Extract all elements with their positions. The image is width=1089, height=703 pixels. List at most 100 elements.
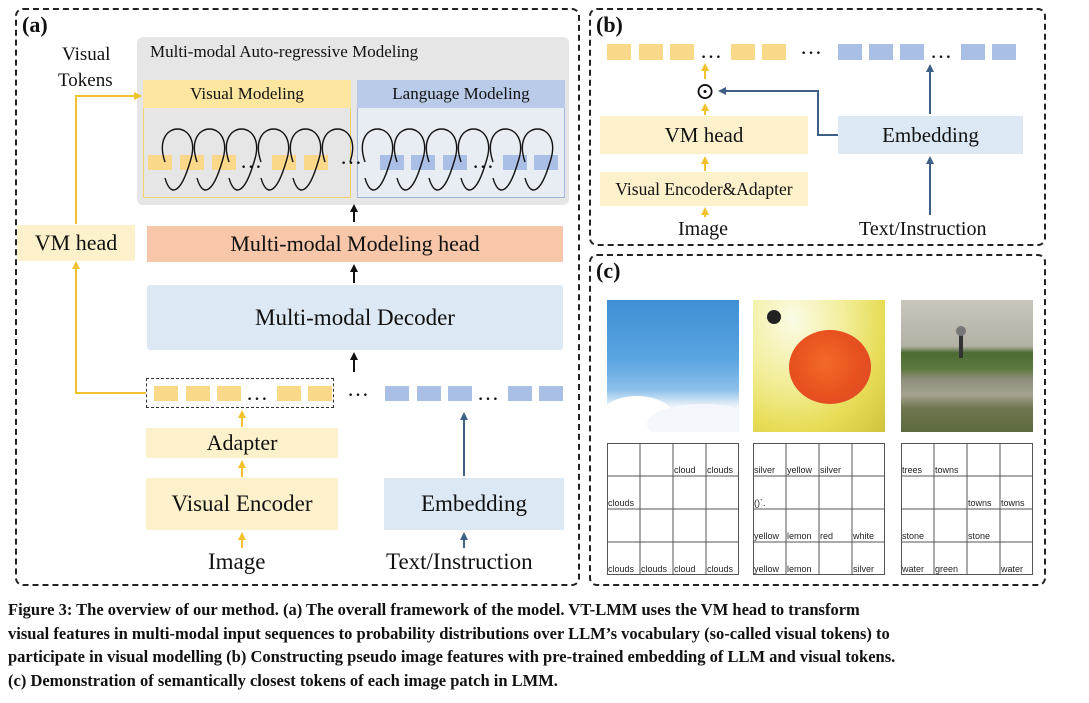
grid-cell-token: yellow xyxy=(787,465,813,475)
grid-cell-token: red xyxy=(820,531,834,541)
modeling-token xyxy=(272,155,296,170)
grid-cell-token: stone xyxy=(968,531,991,541)
visual-tokens-label-line1: Visual xyxy=(62,44,111,65)
grid-cell-token: water xyxy=(1001,564,1024,574)
ellipsis: … xyxy=(246,380,269,405)
modeling-token xyxy=(148,155,172,170)
text-instruction-label-b: Text/Instruction xyxy=(859,218,987,240)
image-label-a: Image xyxy=(208,549,266,574)
b-token xyxy=(762,44,786,60)
input-token xyxy=(308,386,332,401)
grid-cell-token: lemon xyxy=(787,531,812,541)
modeling-token xyxy=(304,155,328,170)
visual-modeling-label: Visual Modeling xyxy=(143,80,351,108)
grid-cell-token: green xyxy=(935,564,959,574)
modeling-token xyxy=(503,155,527,170)
embedding-box-a: Embedding xyxy=(384,478,564,530)
grid-cell-token: lemon xyxy=(787,564,812,574)
modeling-token xyxy=(380,155,404,170)
mm-decoder: Multi-modal Decoder xyxy=(147,285,563,350)
language-modeling-label: Language Modeling xyxy=(357,80,565,108)
caption-line: Figure 3: The overview of our method. (a… xyxy=(8,600,860,619)
grid-cell-token: silver xyxy=(820,465,842,475)
caption-line: (c) Demonstration of semantically closes… xyxy=(8,670,558,690)
input-token xyxy=(154,386,178,401)
visual-tokens-label: Visual Tokens xyxy=(58,42,113,94)
grid-cell-token: towns xyxy=(935,465,959,475)
b-token xyxy=(900,44,924,60)
ellipsis: … xyxy=(930,38,953,63)
grid-cell-token: clouds xyxy=(608,498,635,508)
grid-cell-token: clouds xyxy=(641,564,668,574)
modeling-token xyxy=(212,155,236,170)
panel-a-label: (a) xyxy=(22,12,48,37)
input-token xyxy=(217,386,241,401)
ellipsis: … xyxy=(800,34,823,59)
panel-b-label: (b) xyxy=(596,12,623,37)
input-token xyxy=(448,386,472,401)
image-label-b: Image xyxy=(678,218,728,240)
ellipsis: … xyxy=(340,144,363,169)
panel-c-label: (c) xyxy=(596,258,621,283)
b-token xyxy=(670,44,694,60)
grid-cell-token: silver xyxy=(754,465,776,475)
ellipsis: … xyxy=(700,38,723,63)
modeling-token xyxy=(534,155,558,170)
odot-operator: ⊙ xyxy=(694,78,716,105)
b-token xyxy=(607,44,631,60)
input-token xyxy=(539,386,563,401)
landscape-image xyxy=(901,300,1033,432)
bird-image xyxy=(753,300,885,432)
grid-cell-token: towns xyxy=(1001,498,1025,508)
input-token xyxy=(277,386,301,401)
modeling-token xyxy=(443,155,467,170)
visual-encoder-adapter-box: Visual Encoder&Adapter xyxy=(600,172,808,206)
ellipsis: … xyxy=(477,380,500,405)
ellipsis: … xyxy=(347,376,370,401)
panel-c xyxy=(589,254,1046,586)
vm-head-a: VM head xyxy=(17,225,135,261)
grid-cell-token: stone xyxy=(902,531,925,541)
b-token xyxy=(838,44,862,60)
input-token xyxy=(417,386,441,401)
grid-cell-token: silver xyxy=(853,564,875,574)
vm-head-b: VM head xyxy=(600,116,808,154)
grid-cell-token: clouds xyxy=(707,564,734,574)
grid-cell-token: cloud xyxy=(674,564,696,574)
input-token xyxy=(186,386,210,401)
grid-cell-token: clouds xyxy=(707,465,734,475)
grid-cell-token: ()`. xyxy=(754,498,766,508)
input-token xyxy=(385,386,409,401)
adapter-box: Adapter xyxy=(146,428,338,458)
token-grid-1 xyxy=(607,443,739,575)
text-instruction-label-a: Text/Instruction xyxy=(386,549,533,574)
b-token xyxy=(992,44,1016,60)
panel-a xyxy=(15,8,580,586)
mm-ar-title: Multi-modal Auto-regressive Modeling xyxy=(150,42,419,61)
sky-image xyxy=(607,300,739,432)
grid-cell-token: yellow xyxy=(754,564,780,574)
b-token xyxy=(731,44,755,60)
grid-cell-token: towns xyxy=(968,498,992,508)
panel-b xyxy=(589,8,1046,246)
ellipsis: … xyxy=(472,148,495,173)
grid-cell-token: cloud xyxy=(674,465,696,475)
visual-token-group xyxy=(146,378,334,408)
b-token xyxy=(639,44,663,60)
visual-encoder-box: Visual Encoder xyxy=(146,478,338,530)
b-token xyxy=(961,44,985,60)
ellipsis: … xyxy=(240,148,263,173)
modeling-token xyxy=(180,155,204,170)
modeling-token xyxy=(411,155,435,170)
token-grid-3 xyxy=(901,443,1033,575)
caption-line: participate in visual modelling (b) Cons… xyxy=(8,647,896,666)
token-grid-2 xyxy=(753,443,885,575)
embedding-box-b: Embedding xyxy=(838,116,1023,154)
grid-cell-token: clouds xyxy=(608,564,635,574)
figure-caption: Figure 3: The overview of our method. (a… xyxy=(8,598,1086,692)
visual-tokens-label-line2: Tokens xyxy=(58,70,113,91)
grid-cell-token: trees xyxy=(902,465,923,475)
mm-modeling-head: Multi-modal Modeling head xyxy=(147,226,563,262)
grid-cell-token: yellow xyxy=(754,531,780,541)
grid-cell-token: water xyxy=(902,564,925,574)
